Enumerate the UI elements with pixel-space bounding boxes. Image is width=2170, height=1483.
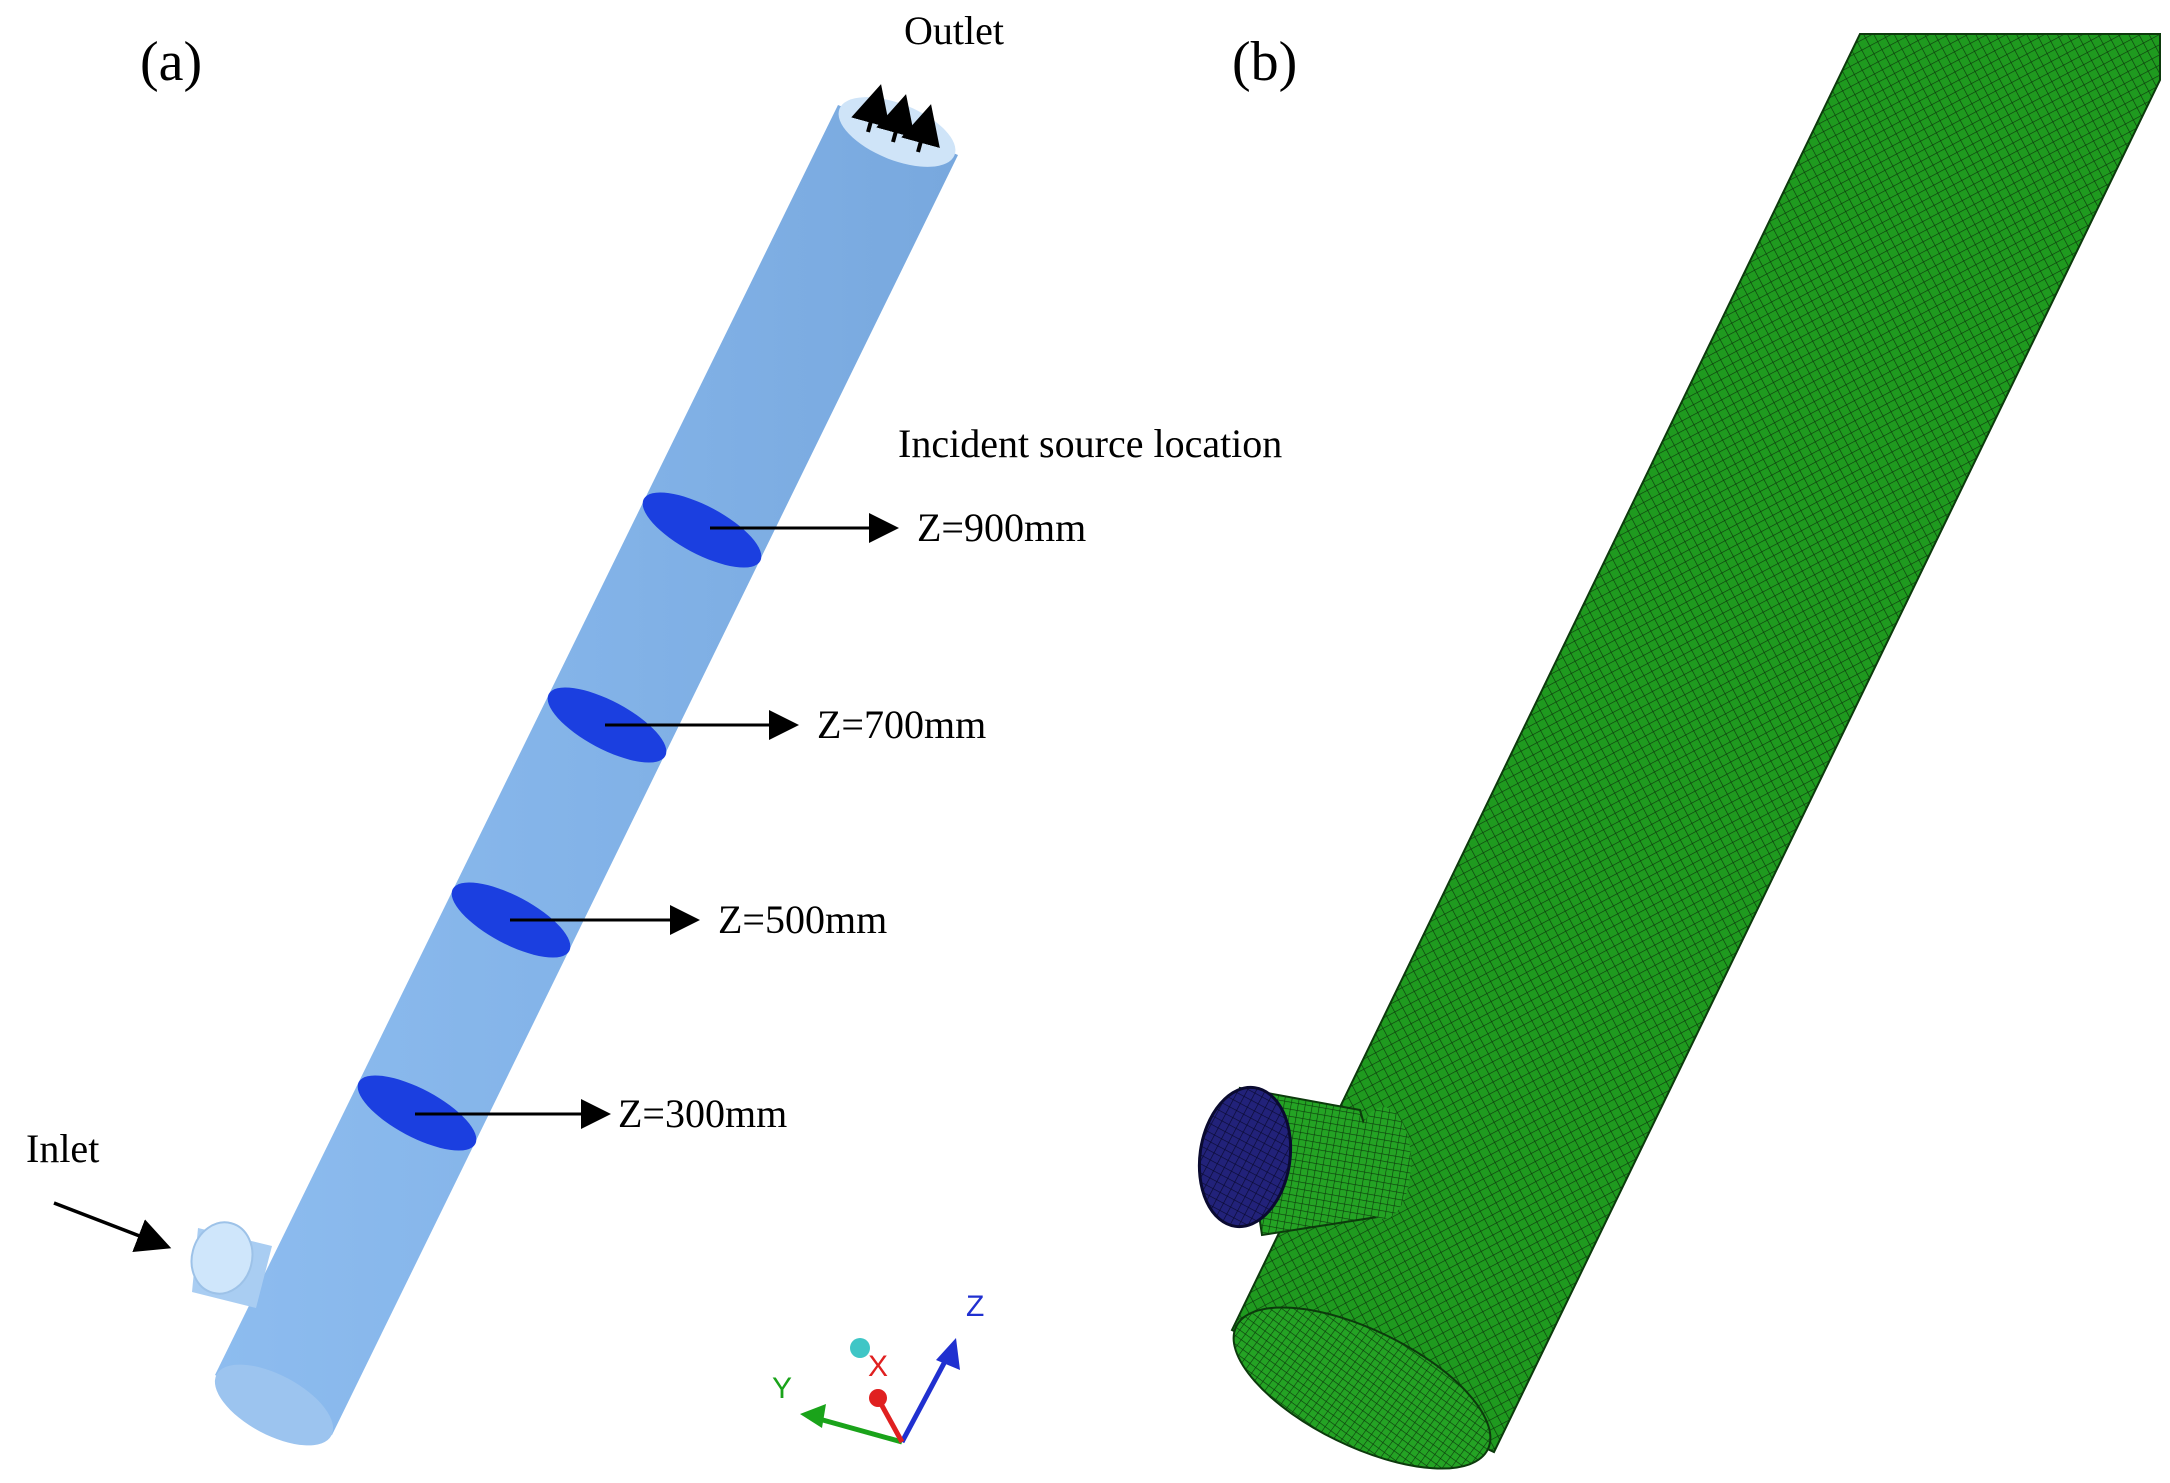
pipe-geometry	[190, 97, 958, 1446]
y-axis-head	[800, 1404, 826, 1428]
y-axis-label: Y	[772, 1372, 792, 1405]
x-axis-label: X	[868, 1350, 888, 1383]
pipe-bottom-cap	[214, 1364, 334, 1446]
pipe-body	[215, 105, 958, 1435]
z-axis-head	[936, 1338, 960, 1370]
panel-a-label: (a)	[140, 31, 202, 93]
label-z900: Z=900mm	[917, 505, 1086, 550]
z-axis-line	[899, 1350, 953, 1444]
x-axis-head	[869, 1389, 887, 1407]
inlet-label: Inlet	[26, 1126, 99, 1171]
x-axis-line	[877, 1400, 905, 1444]
z-axis-label: Z	[966, 1290, 984, 1323]
plane-arrows	[415, 513, 899, 1129]
label-z300: Z=300mm	[618, 1091, 787, 1136]
label-z500: Z=500mm	[718, 897, 887, 942]
outlet-arrows	[851, 84, 940, 153]
mesh-pipe-body	[1230, 33, 2161, 1454]
panel-b-label: (b)	[1232, 31, 1297, 93]
plane-z900	[642, 492, 762, 568]
inlet-arrow	[53, 1201, 172, 1252]
incident-source-label: Incident source location	[898, 421, 1282, 466]
label-z700: Z=700mm	[817, 702, 986, 747]
triad-origin-marker	[850, 1338, 870, 1358]
y-axis-line	[811, 1414, 903, 1445]
outlet-label: Outlet	[904, 8, 1004, 53]
inlet-face	[190, 1221, 254, 1295]
mesh-inlet-face	[1197, 1085, 1293, 1229]
mesh-geometry	[1197, 33, 2161, 1470]
axis-triad: Z Y X	[772, 1290, 984, 1445]
mesh-inlet-junction	[1355, 1107, 1411, 1219]
mesh-bottom-cap	[1232, 1306, 1492, 1470]
